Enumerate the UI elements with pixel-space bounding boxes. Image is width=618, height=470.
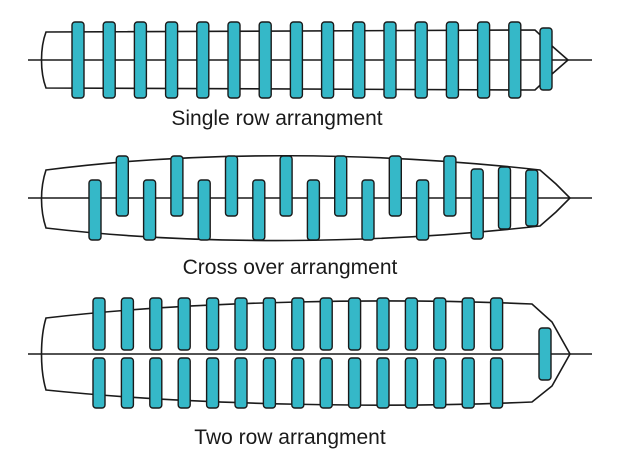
- caption-cross-over: Cross over arrangment: [183, 256, 398, 279]
- tube: [291, 297, 305, 351]
- tube: [414, 21, 428, 99]
- tube: [196, 21, 210, 99]
- tube: [525, 169, 539, 227]
- panel-single-row: Single row arrangment: [28, 21, 592, 130]
- tube: [234, 297, 248, 351]
- tube: [115, 155, 130, 217]
- tube: [489, 357, 504, 409]
- tube: [433, 297, 447, 351]
- tube: [170, 155, 184, 217]
- tube-group: [92, 297, 552, 409]
- tube: [433, 357, 447, 409]
- tube: [470, 168, 484, 240]
- tube: [177, 357, 191, 409]
- tube: [88, 179, 102, 241]
- tube: [92, 297, 106, 351]
- tube: [279, 155, 293, 217]
- tube: [388, 155, 402, 217]
- tube: [443, 155, 457, 217]
- tube: [149, 357, 163, 409]
- tube: [489, 297, 504, 351]
- tube: [205, 297, 220, 351]
- tube: [133, 21, 148, 99]
- caption-single-row: Single row arrangment: [171, 107, 382, 130]
- tube: [508, 21, 522, 99]
- tube: [461, 297, 475, 351]
- tube: [197, 179, 211, 241]
- tube: [334, 155, 348, 217]
- tube: [319, 297, 333, 351]
- tube: [352, 21, 366, 99]
- tube: [92, 357, 106, 409]
- caption-two-row: Two row arrangment: [194, 426, 386, 449]
- tube: [234, 357, 248, 409]
- tube: [120, 357, 135, 409]
- tube: [262, 357, 277, 409]
- tube-group: [88, 155, 539, 241]
- tube: [404, 297, 419, 351]
- tube: [347, 357, 362, 409]
- tube: [461, 357, 475, 409]
- tube: [252, 179, 266, 241]
- tube: [177, 297, 191, 351]
- tube: [538, 327, 552, 381]
- panel-two-row: Two row arrangment: [28, 297, 592, 449]
- tube: [320, 21, 335, 99]
- tube: [497, 166, 512, 230]
- tube-group: [71, 21, 553, 99]
- tube: [149, 297, 163, 351]
- tube: [476, 21, 491, 99]
- tube: [258, 21, 272, 99]
- tube: [376, 297, 390, 351]
- tube: [347, 297, 362, 351]
- tube: [539, 27, 553, 91]
- tube: [291, 357, 305, 409]
- tube: [306, 179, 321, 241]
- tube: [415, 179, 430, 241]
- tube: [142, 179, 157, 241]
- tube: [205, 357, 220, 409]
- tube: [164, 21, 179, 99]
- tube: [319, 357, 333, 409]
- tube: [445, 21, 460, 99]
- tube: [404, 357, 419, 409]
- tube: [361, 179, 375, 241]
- tube: [383, 21, 397, 99]
- panel-cross-over: Cross over arrangment: [28, 154, 592, 279]
- tube: [71, 21, 85, 99]
- tube: [224, 155, 239, 217]
- tube: [376, 357, 390, 409]
- tube: [227, 21, 241, 99]
- tube: [120, 297, 135, 351]
- tube: [102, 21, 116, 99]
- tube: [289, 21, 304, 99]
- tube: [262, 297, 277, 351]
